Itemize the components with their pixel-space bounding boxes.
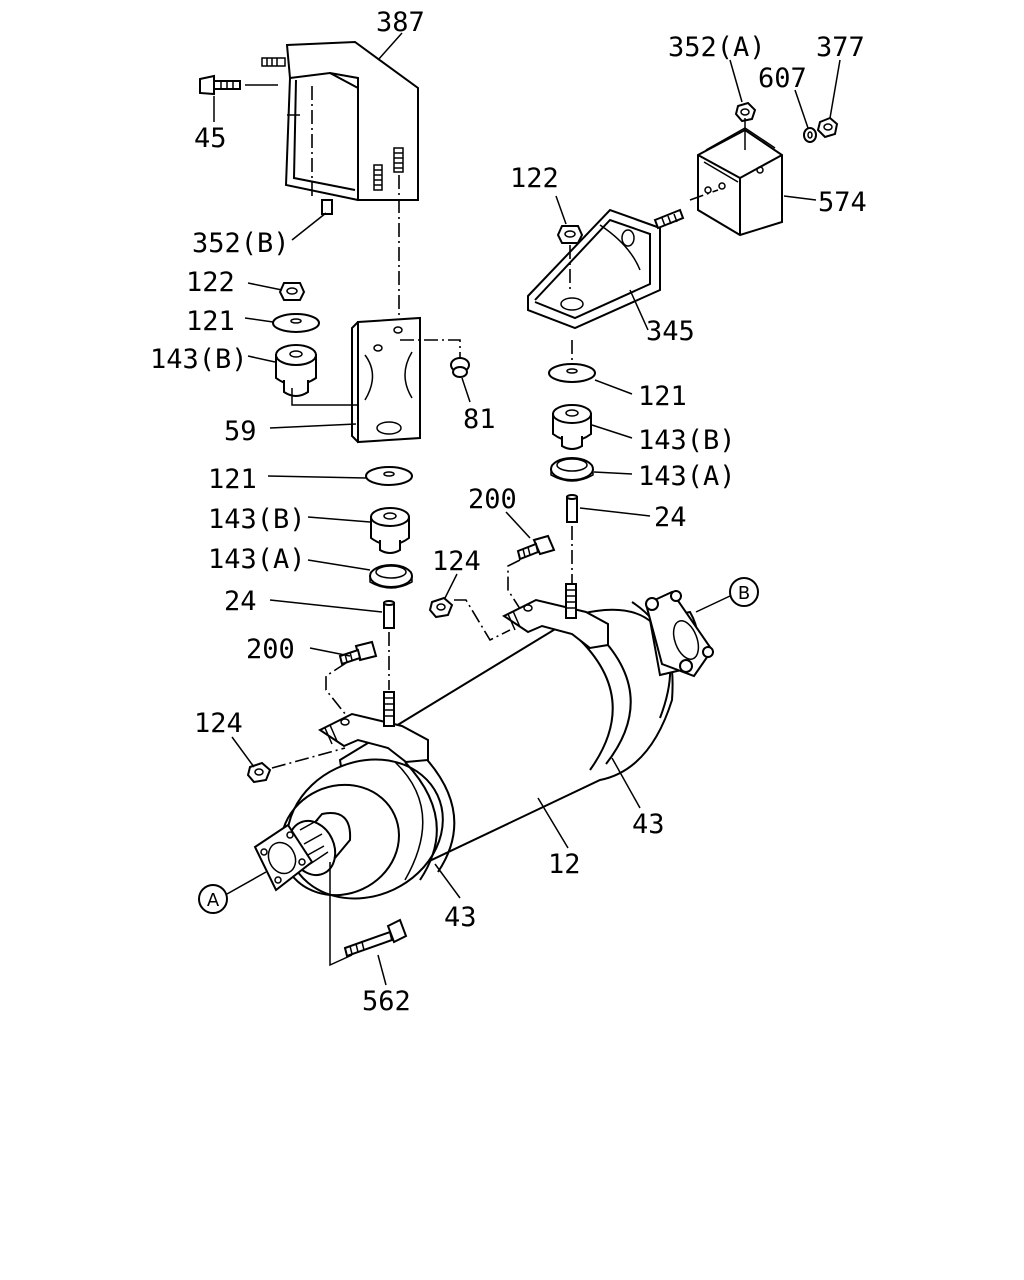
label-143a-left: 143(A) (208, 544, 306, 575)
label-345: 345 (646, 316, 695, 347)
label-122-left: 122 (186, 267, 235, 298)
nut-352b (321, 199, 333, 215)
bolt-200-right (516, 534, 556, 561)
bolt-200-left (338, 640, 378, 666)
bolt-562 (343, 918, 408, 958)
ref-circle-a: A (198, 871, 267, 914)
label-200-left: 200 (246, 634, 295, 665)
label-124-mid: 124 (432, 546, 481, 577)
nut-377 (816, 116, 839, 139)
label-387: 387 (376, 7, 425, 38)
label-143b-right: 143(B) (638, 425, 736, 456)
label-562: 562 (362, 986, 411, 1017)
label-121-left-mid: 121 (208, 464, 257, 495)
label-121-left-top: 121 (186, 306, 235, 337)
plate-59 (351, 316, 421, 444)
muffler-body-12 (253, 583, 714, 900)
washer-121-left-top (272, 313, 320, 333)
label-43-left: 43 (444, 902, 477, 933)
label-352a: 352(A) (668, 32, 766, 63)
bracket-345 (527, 208, 685, 330)
label-59: 59 (224, 416, 257, 447)
label-81: 81 (463, 404, 496, 435)
label-12: 12 (548, 849, 581, 880)
label-24-left: 24 (224, 586, 257, 617)
ref-b-label: B (738, 583, 750, 604)
rubber-143b-left-top (275, 344, 317, 397)
nut-124-mid (428, 596, 454, 619)
bracket-387 (261, 40, 419, 201)
rubber-143b-right (552, 404, 592, 450)
label-24-right: 24 (654, 502, 687, 533)
bracket-574 (697, 118, 783, 237)
ref-a-label: A (207, 890, 220, 911)
nut-124-left (246, 761, 272, 784)
label-143b-left-mid: 143(B) (208, 504, 306, 535)
label-45: 45 (194, 123, 227, 154)
label-574: 574 (818, 187, 867, 218)
part-labels: 387 45 352(B) 122 121 143(B) 59 81 121 1… (150, 7, 867, 1017)
nut-81 (450, 357, 470, 378)
nut-352a (734, 101, 757, 123)
washer-121-right (548, 363, 596, 383)
label-200-right: 200 (468, 484, 517, 515)
leader-lines (213, 32, 841, 986)
label-607: 607 (758, 63, 807, 94)
label-352b: 352(B) (192, 228, 290, 259)
label-143a-right: 143(A) (638, 461, 736, 492)
nut-122-left (278, 282, 306, 301)
label-143b-left-top: 143(B) (150, 344, 248, 375)
sleeve-24-right (566, 494, 578, 523)
label-121-right: 121 (638, 381, 687, 412)
label-377: 377 (816, 32, 865, 63)
washer-607 (803, 127, 817, 143)
rubber-143a-right (550, 457, 594, 482)
sleeve-24-left (383, 600, 395, 629)
ref-circle-b: B (695, 577, 759, 613)
rubber-143b-left-mid (370, 507, 410, 554)
nut-122-right (556, 225, 584, 244)
label-124-left: 124 (194, 708, 243, 739)
bolt-45 (199, 74, 278, 96)
rubber-143a-left (369, 564, 413, 589)
washer-121-left-mid (365, 466, 413, 486)
label-43-right: 43 (632, 809, 665, 840)
label-122-right: 122 (510, 163, 559, 194)
